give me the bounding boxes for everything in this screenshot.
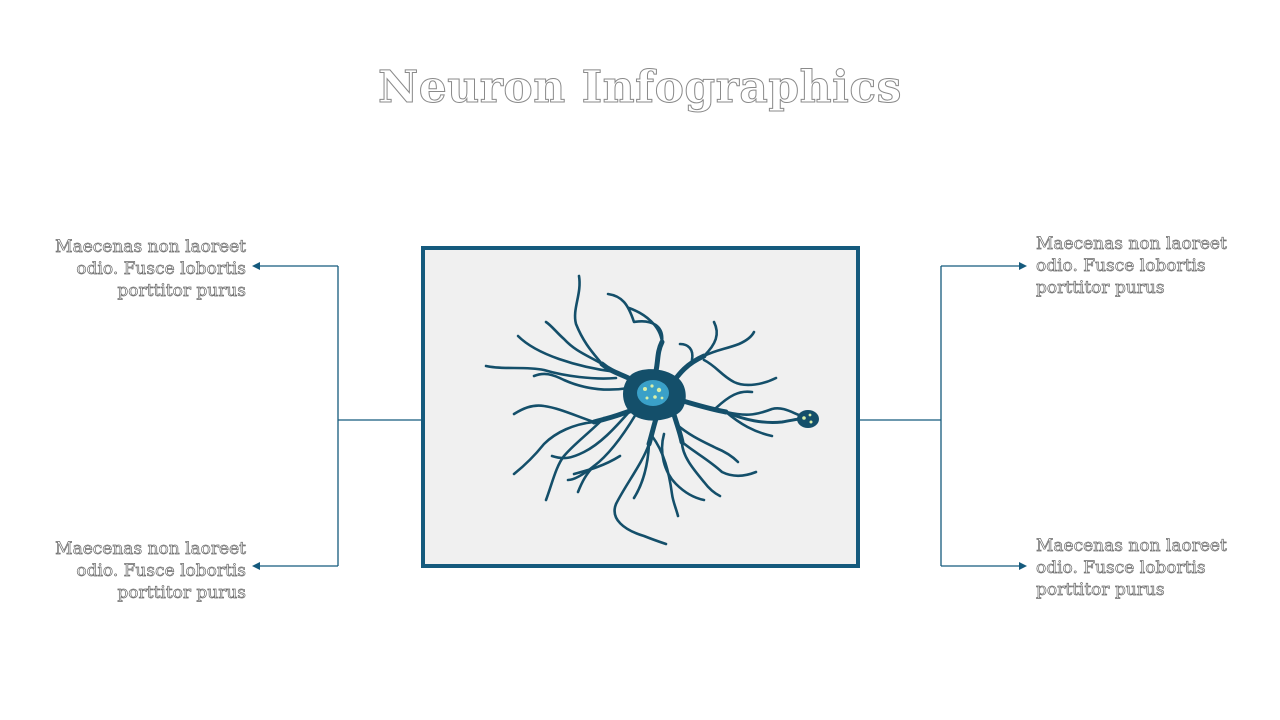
- nucleus: [637, 380, 669, 406]
- page-title: Neuron Infographics: [378, 62, 902, 114]
- connector-right: [860, 266, 942, 566]
- note-top-left: Maecenas non laoreet odio. Fusce loborti…: [55, 237, 247, 302]
- neuron-illustration: [484, 274, 819, 546]
- note-bottom-right: Maecenas non laoreet odio. Fusce loborti…: [1036, 536, 1228, 601]
- axon-terminal: [797, 410, 819, 428]
- neuron-image-frame: [421, 246, 860, 568]
- note-top-right: Maecenas non laoreet odio. Fusce loborti…: [1036, 234, 1228, 299]
- note-bottom-left: Maecenas non laoreet odio. Fusce loborti…: [55, 539, 247, 604]
- connector-left: [337, 266, 421, 566]
